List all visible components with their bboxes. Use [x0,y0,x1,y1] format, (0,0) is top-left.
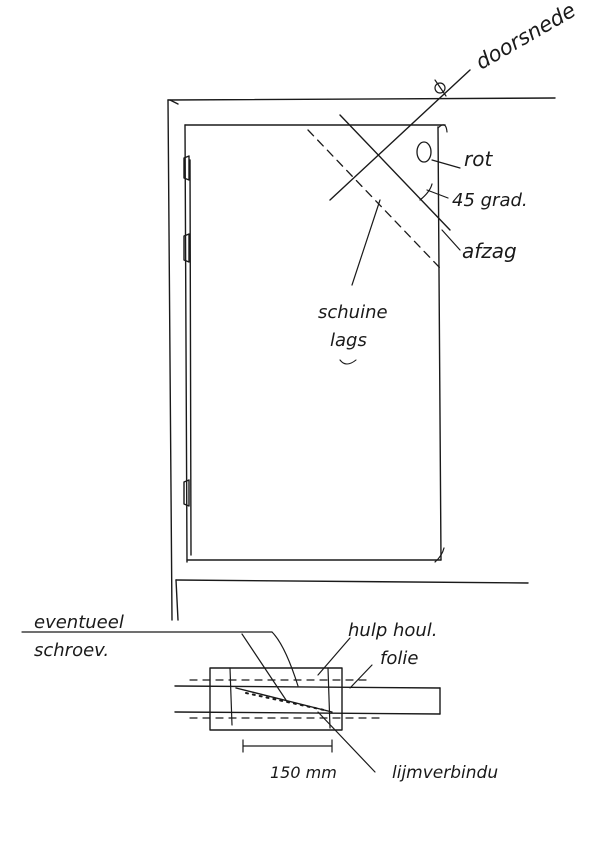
hinge-middle [183,233,190,263]
diagonal-glue-joint [235,687,333,713]
door-top-right-corner [437,124,448,133]
label-folie: folie [380,648,418,669]
door-bottom-right-corner [434,547,445,563]
lijm-leader [317,711,376,773]
label-hulphout: hulp houl. [348,620,438,641]
block-left-inner-line [229,667,233,726]
label-afzag: afzag [462,239,517,263]
label-doorsnede: doorsnede [472,0,580,74]
plank-top-line [174,685,441,689]
section-line [329,69,471,201]
joint-detail: eventueel schroev. hulp houl. folie 150 … [21,612,498,783]
section-cut: doorsnede [329,0,580,201]
angle-arc [419,183,433,201]
plank-bottom-line [174,711,441,715]
door-right-edge [437,126,442,561]
door-leaf [184,124,448,563]
label-rot: rot [464,147,493,171]
label-angle: 45 grad. [452,190,528,211]
rot-spot [416,141,432,163]
frame-corner-tick [169,99,179,105]
section-marker-circle [434,82,446,94]
schuine-leader [351,199,381,286]
label-dimension: 150 mm [270,763,337,782]
hulphout-leader [317,637,351,676]
angle-leader [426,189,449,199]
schroef-leader [241,633,287,701]
label-underline-squiggle [339,359,357,365]
label-schuine: schuine [318,302,388,323]
dashed-cut-line [307,129,441,269]
label-schroef: schroev. [34,640,109,661]
frame-top-line [167,97,556,101]
door-left-inner-edge [189,159,192,556]
door-frame [167,97,556,621]
eventueel-leader-hook [271,631,299,687]
frame-left-line [167,99,173,621]
helper-wood-block [209,667,343,731]
hinges [183,155,190,507]
saw-cut-line [339,114,451,231]
folie-leader [349,664,373,689]
hinge-top [183,155,190,181]
door-left-edge [184,124,188,563]
glue-dots [245,692,325,711]
label-lijmverbinding: lijmverbindu [392,763,498,783]
hinge-bottom [183,479,190,507]
label-lags: lags [330,330,367,351]
block-right-inner-line [327,667,331,729]
rot-area: rot 45 grad. afzag schuine lags [307,114,528,365]
afzag-leader [441,229,461,251]
rot-leader [431,159,461,169]
section-marker-tick [434,79,447,97]
label-eventueel: eventueel [34,612,124,633]
frame-bottom-line [175,579,529,584]
frame-bottom-left-line [175,579,179,621]
